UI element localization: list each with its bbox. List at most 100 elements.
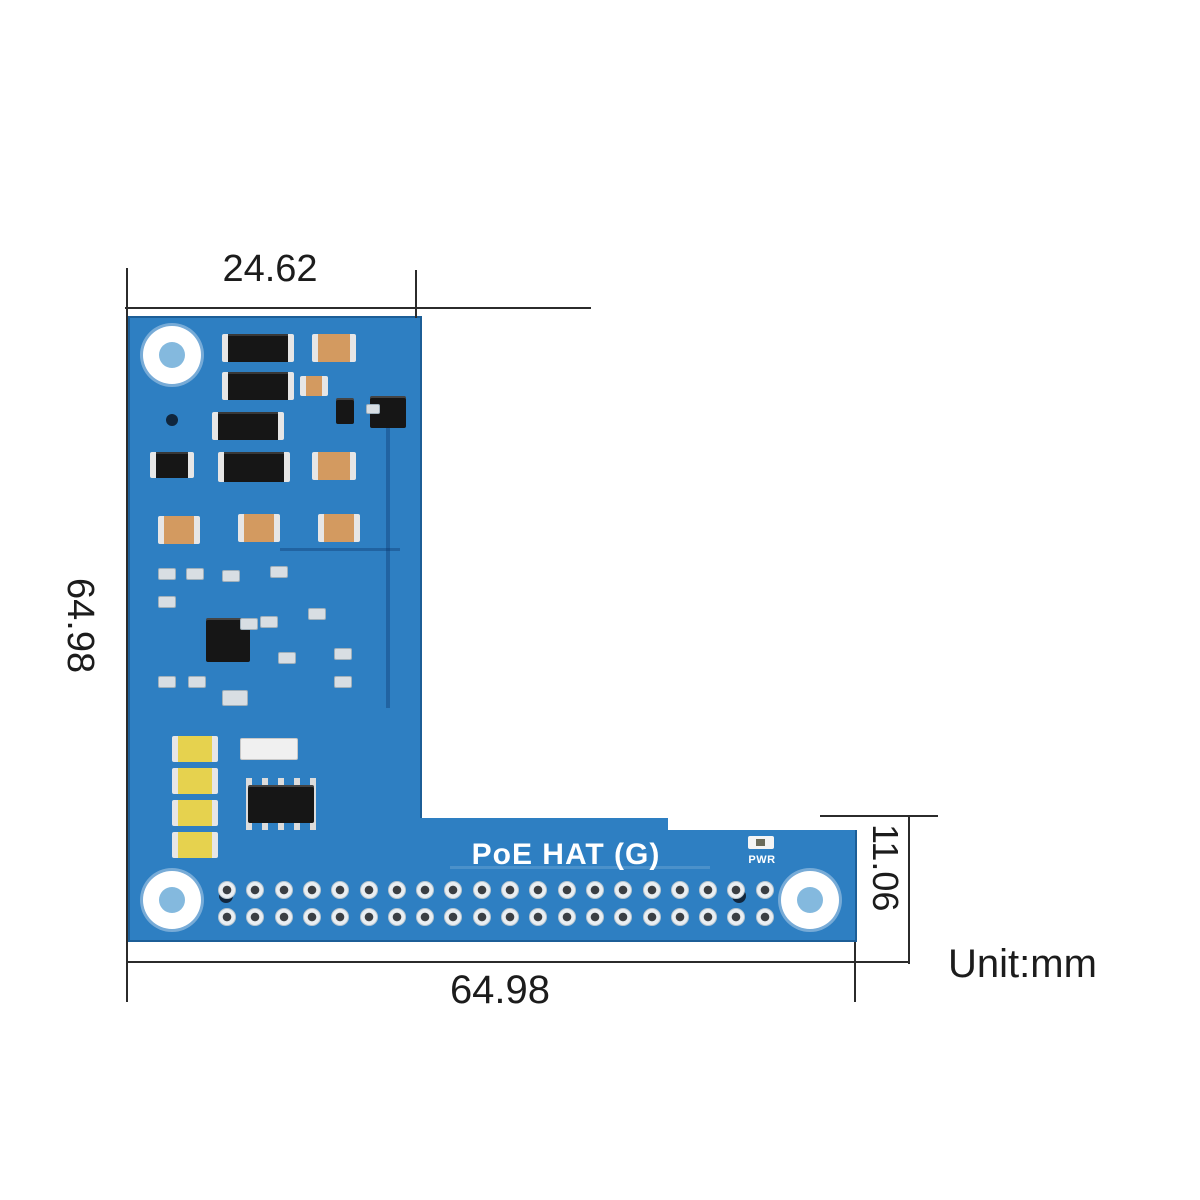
header-pin [642,881,661,899]
dim-line-right [908,816,910,964]
header-pin [274,908,293,926]
header-pin [472,908,491,926]
resistor-component [158,596,176,608]
header-pin [218,908,236,926]
header-pin [529,881,548,899]
pcb-board: PoE HAT (G) PWR [130,318,855,940]
header-pin [331,881,350,899]
header-pin [302,908,321,926]
dim-tick-bottom-right [854,942,856,1002]
header-pin [274,881,293,899]
resistor-component [240,618,258,630]
hole-bore [159,887,185,913]
resistor-component [260,616,278,628]
capacitor-component [312,452,356,480]
header-pin [218,881,236,899]
header-pin [416,908,435,926]
dimension-top-width: 24.62 [222,248,318,290]
led-die [756,839,765,846]
header-pin [359,881,378,899]
dim-tick-top-right [415,270,417,318]
resistor-component [158,676,176,688]
dim-tick-arm-top [820,815,938,817]
header-pin [359,908,378,926]
dim-line-top [125,307,591,309]
header-pin [246,908,265,926]
capacitor-component [172,832,218,858]
resistor-component [308,608,326,620]
header-pin [585,881,604,899]
resistor-component [186,568,204,580]
capacitor-component [172,736,218,762]
unit-label: Unit:mm [948,942,1097,986]
ic-body [248,785,314,823]
mounting-hole [781,871,839,929]
header-pin [642,908,661,926]
capacitor-component [172,768,218,794]
header-pin [501,908,519,926]
dimension-bottom-width: 64.98 [449,968,551,1012]
header-pin [529,908,548,926]
header-pin [246,881,265,899]
resistor-component [278,652,296,664]
header-pin [755,908,774,926]
resistor-component [334,676,352,688]
resistor-component [188,676,206,688]
capacitor-component [158,516,200,544]
power-led [748,836,774,849]
header-pin [387,881,406,899]
header-pin [614,881,633,899]
capacitor-component [318,514,360,542]
header-pin [670,908,689,926]
header-pin [444,908,463,926]
header-pin [670,881,689,899]
dim-line-bottom [126,961,910,963]
mounting-hole [143,871,201,929]
pin-header [218,881,778,927]
header-pin [387,908,406,926]
dimension-left-height: 64.98 [59,578,101,674]
silkscreen-label [240,738,298,760]
resistor-component [222,570,240,582]
dim-line-left [126,268,128,1002]
diode-component [218,452,290,482]
pwr-label: PWR [748,854,776,866]
header-pin [444,881,463,899]
capacitor-component [172,800,218,826]
header-pin [416,881,435,899]
header-pin [614,908,633,926]
diode-component [222,334,294,362]
header-pin [331,908,350,926]
header-pin [727,908,746,926]
capacitor-component [300,376,328,396]
ic-component [336,398,354,424]
header-pin [501,881,519,899]
trace-line [450,866,710,869]
header-pin [699,881,718,899]
board-title: PoE HAT (G) [471,838,661,871]
hole-bore [159,342,185,368]
ic-component-soic [246,778,316,830]
mounting-hole [143,326,201,384]
capacitor-component [238,514,280,542]
header-pin [727,881,746,899]
header-pin [557,908,576,926]
header-pin [585,908,604,926]
diode-component [212,412,284,440]
resistor-component [366,404,380,414]
trace-line [280,548,400,551]
trace-line [430,558,540,562]
resistor-component [158,568,176,580]
header-pin [302,881,321,899]
hole-bore [797,887,823,913]
header-pin [472,881,491,899]
diode-component [222,372,294,400]
dimension-right-height: 11.06 [865,824,906,912]
resistor-component [222,690,248,706]
trace-line [386,408,390,708]
capacitor-component [312,334,356,362]
diode-component [150,452,194,478]
resistor-component [270,566,288,578]
resistor-component [334,648,352,660]
